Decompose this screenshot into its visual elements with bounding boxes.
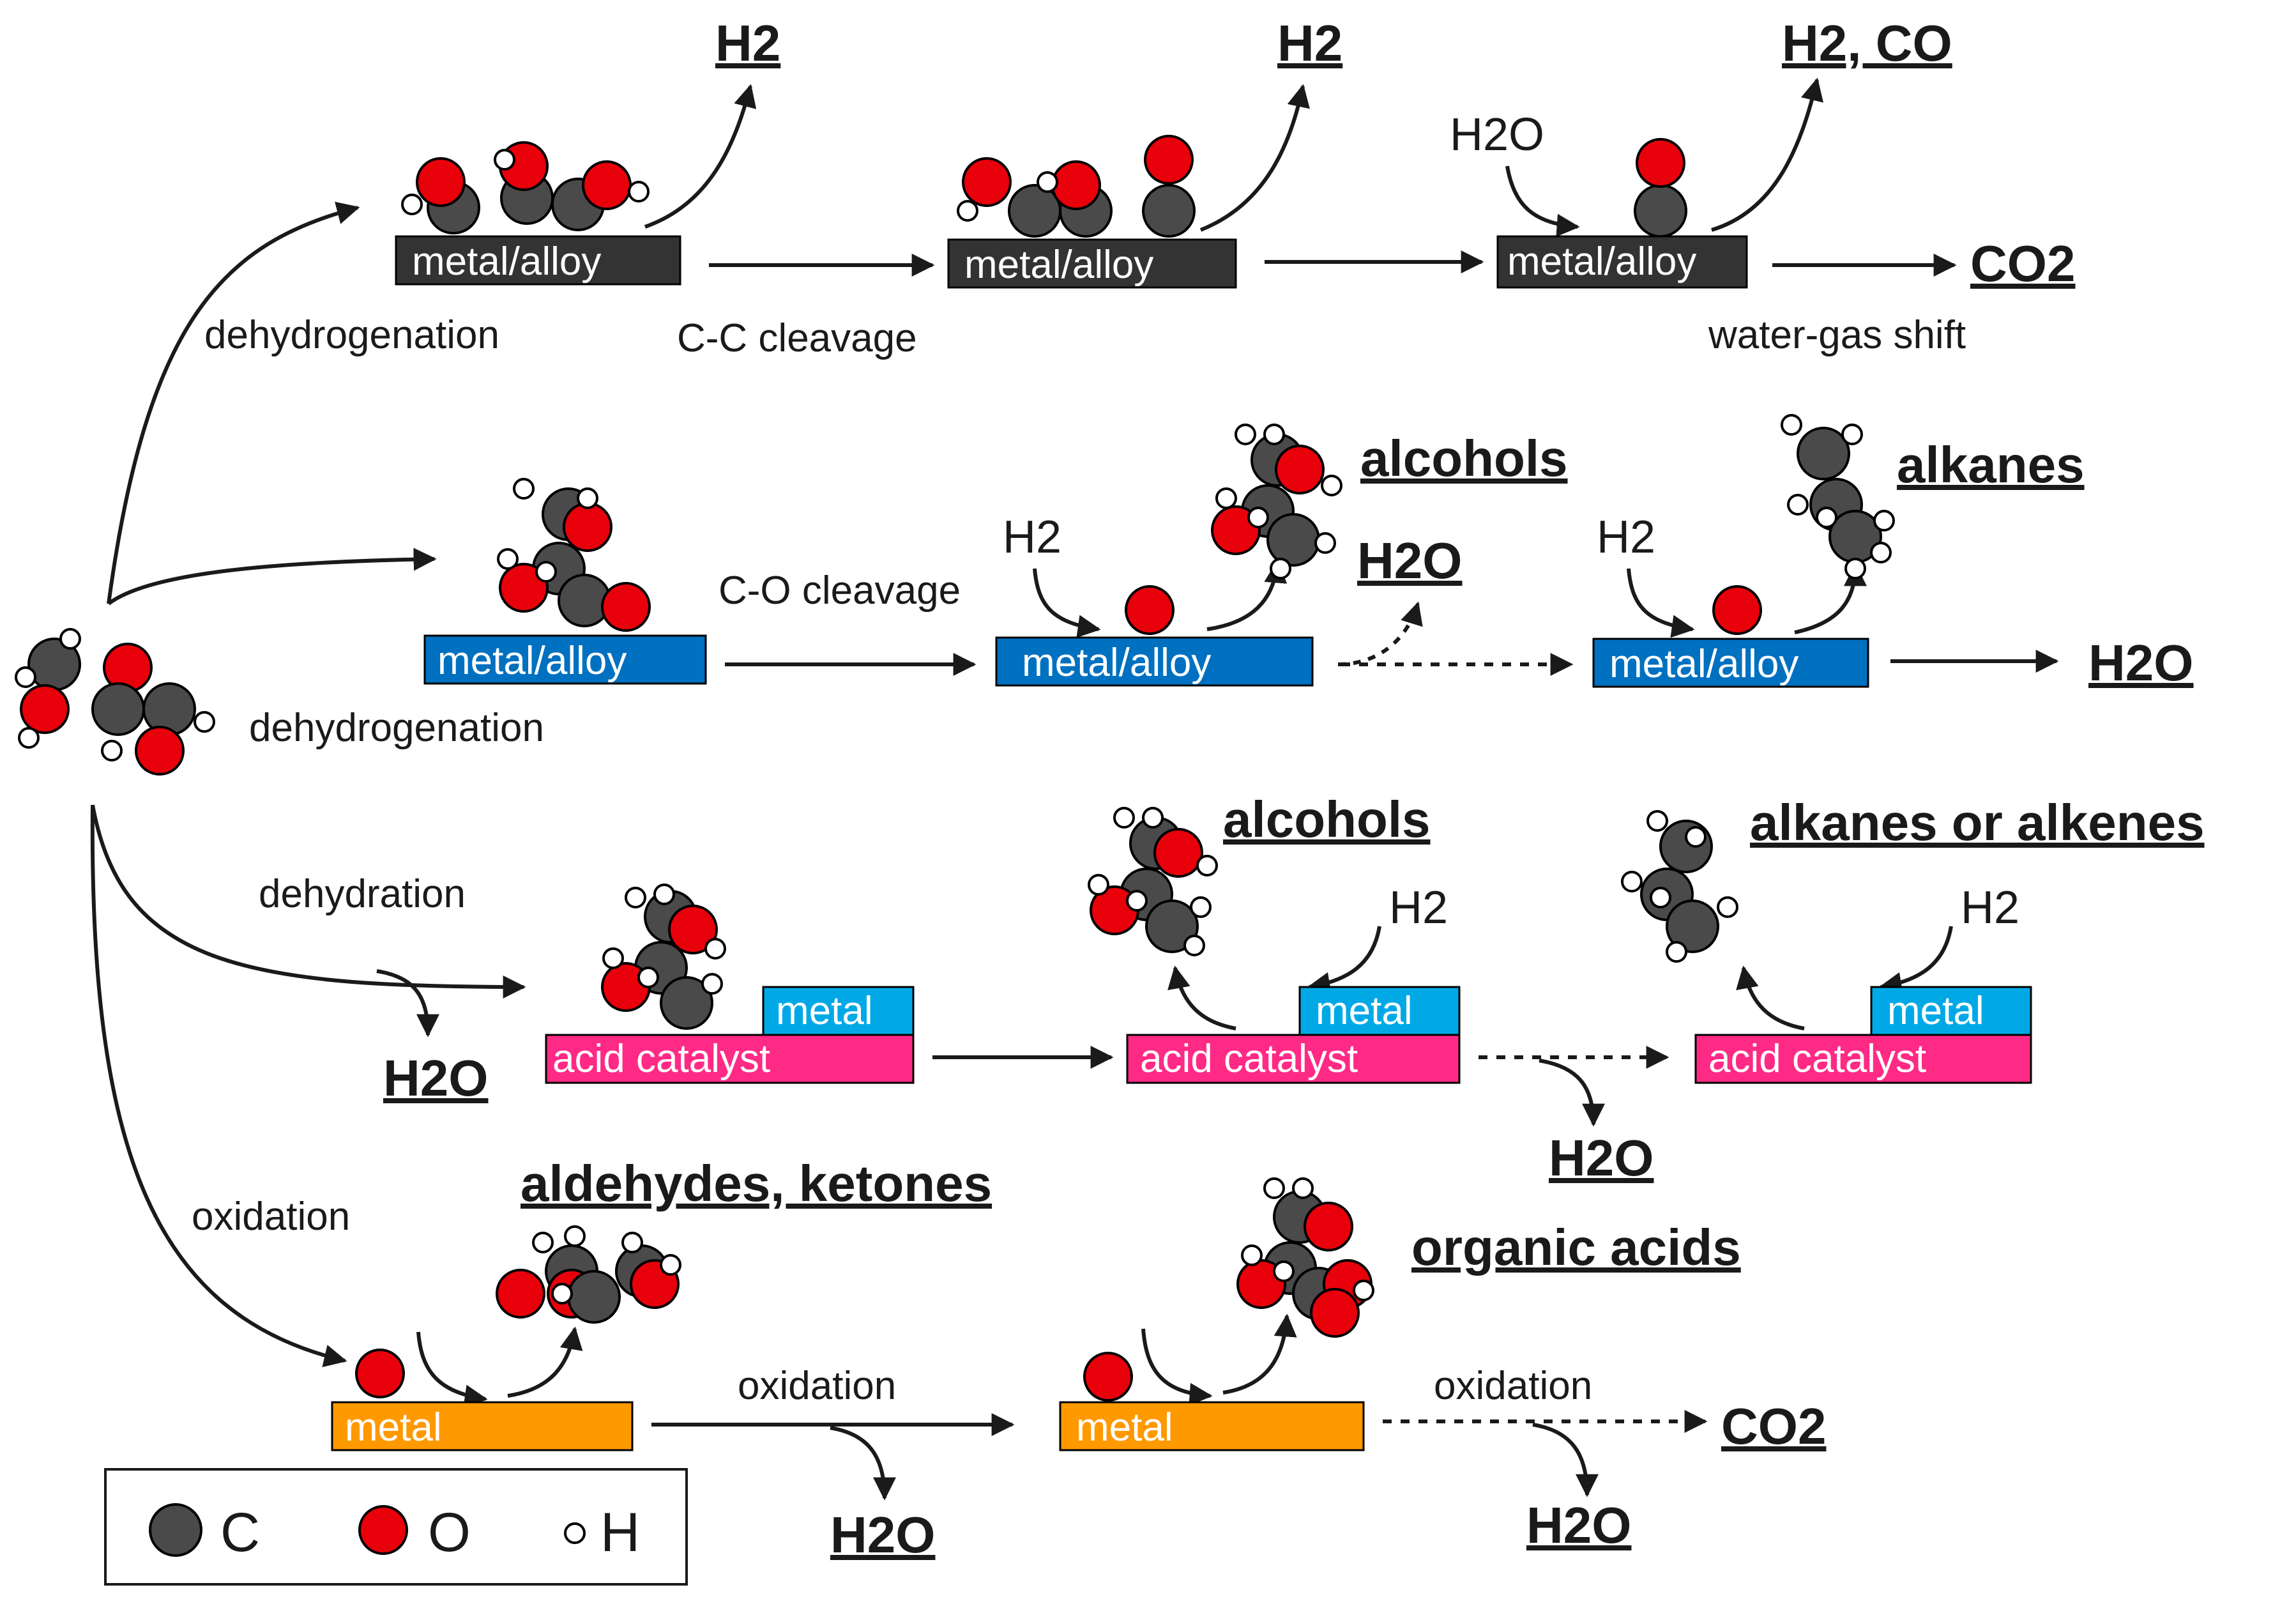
row1-molecule-1 — [401, 141, 650, 234]
row-2-c-o-cleavage: metal/alloy dehydrogenation C-O cleavage… — [249, 414, 2194, 750]
row2-alkane-molecule — [1781, 414, 1895, 579]
row4-acid-molecule — [1236, 1177, 1374, 1338]
legend-hydrogen-icon — [564, 1522, 586, 1544]
row4-step-oxidation-b: oxidation — [738, 1364, 896, 1408]
row1-product-co2: CO2 — [1970, 235, 2076, 292]
row2-support-1-label: metal/alloy — [437, 639, 627, 683]
row3-step-dehydration: dehydration — [259, 872, 466, 916]
row1-support-3 — [1496, 235, 1748, 289]
legend-oxygen-icon — [358, 1505, 408, 1555]
row3-acid-1 — [545, 1034, 915, 1084]
row3-metal-1 — [762, 986, 915, 1036]
row4-product-h2o-b: H2O — [1526, 1497, 1632, 1554]
atom-legend: C O H — [104, 1468, 688, 1586]
row3-acid-1-label: acid catalyst — [552, 1037, 770, 1081]
row3-product-alcohols: alcohols — [1223, 791, 1431, 848]
legend-carbon-label: C — [220, 1502, 260, 1563]
row2-support-1 — [423, 634, 707, 685]
row3-acid-3 — [1694, 1034, 2032, 1084]
row2-support-2 — [995, 636, 1314, 687]
row2-alcohol-molecule — [1211, 424, 1342, 579]
row3-product-h2o-a: H2O — [383, 1050, 489, 1106]
row2-support-2-label: metal/alloy — [1022, 641, 1211, 685]
legend-carbon-icon — [149, 1503, 202, 1557]
row1-support-1 — [395, 235, 681, 286]
row3-molecule-1 — [601, 884, 726, 1030]
row4-metal-1 — [331, 1401, 634, 1451]
row2-molecule-1 — [497, 478, 651, 632]
row3-acid-2-label: acid catalyst — [1140, 1037, 1358, 1081]
row4-product-aldehydes: aldehydes, ketones — [521, 1155, 992, 1212]
row3-alcohol-molecule — [1088, 807, 1218, 956]
row2-product-alcohols: alcohols — [1360, 430, 1568, 487]
row1-product-h2-co: H2, CO — [1782, 15, 1952, 72]
row3-metal-3-label: metal — [1887, 989, 1984, 1033]
row2-support-3 — [1592, 638, 1869, 688]
row1-molecule-2 — [957, 135, 1196, 238]
row3-acid-3-label: acid catalyst — [1708, 1037, 1926, 1081]
row3-product-h2o-b: H2O — [1549, 1129, 1654, 1186]
row1-support-3-label: metal/alloy — [1507, 240, 1696, 284]
row3-metal-1-label: metal — [776, 989, 873, 1033]
row1-reagent-h2o: H2O — [1450, 109, 1544, 160]
row2-product-h2o-b: H2O — [2088, 634, 2194, 691]
row1-step-dehydrogenation: dehydrogenation — [204, 313, 499, 357]
row1-support-1-label: metal/alloy — [412, 240, 601, 284]
row1-support-2-label: metal/alloy — [964, 243, 1153, 287]
row1-step-cc-cleavage: C-C cleavage — [677, 316, 917, 360]
row2-product-h2o-a: H2O — [1357, 532, 1463, 589]
row4-metal-2-label: metal — [1076, 1405, 1173, 1450]
row2-step-dehydrogenation: dehydrogenation — [249, 706, 544, 750]
row4-product-co2: CO2 — [1721, 1398, 1827, 1455]
legend-oxygen-label: O — [428, 1502, 471, 1563]
row-1-c-c-cleavage: metal/alloy H2 dehydrogenation C-C cleav… — [204, 15, 2076, 360]
row1-product-h2-b: H2 — [1277, 15, 1342, 72]
row4-metal-1-label: metal — [345, 1405, 442, 1450]
row4-step-oxidation-c: oxidation — [1434, 1364, 1592, 1408]
row3-product-alkanes-alkenes: alkanes or alkenes — [1750, 794, 2205, 851]
row2-step-co-cleavage: C-O cleavage — [718, 569, 961, 613]
row2-reagent-h2-b: H2 — [1597, 512, 1655, 563]
row3-acid-2 — [1126, 1034, 1461, 1084]
row4-metal-2 — [1059, 1401, 1365, 1451]
row3-metal-2 — [1298, 986, 1461, 1036]
row2-reagent-h2-a: H2 — [1003, 512, 1061, 563]
row4-product-h2o-a: H2O — [830, 1506, 936, 1563]
row3-metal-3 — [1870, 986, 2032, 1036]
row3-reagent-h2-a: H2 — [1389, 882, 1448, 933]
legend-hydrogen-label: H — [600, 1502, 640, 1563]
row4-aldehyde-molecule — [496, 1225, 681, 1324]
row3-metal-2-label: metal — [1316, 989, 1413, 1033]
row2-support-3-label: metal/alloy — [1609, 642, 1798, 686]
row3-alkene-molecule — [1621, 810, 1738, 963]
row-3-dehydration: dehydration H2O metal acid catalyst — [259, 791, 2205, 1186]
row-4-oxidation: oxidation aldehydes, ketones metal oxida… — [192, 1155, 1827, 1563]
row4-product-organic-acids: organic acids — [1411, 1219, 1741, 1276]
row1-support-2 — [947, 238, 1237, 289]
row1-molecule-3 — [1634, 138, 1687, 238]
row2-product-alkanes: alkanes — [1897, 436, 2085, 493]
row1-step-wgs: water-gas shift — [1708, 313, 1966, 357]
row3-reagent-h2-b: H2 — [1961, 882, 2019, 933]
branch-arrows — [90, 201, 526, 1368]
reactant-molecule — [15, 628, 215, 776]
row1-product-h2-a: H2 — [715, 15, 780, 72]
row4-step-oxidation-a: oxidation — [192, 1195, 350, 1239]
